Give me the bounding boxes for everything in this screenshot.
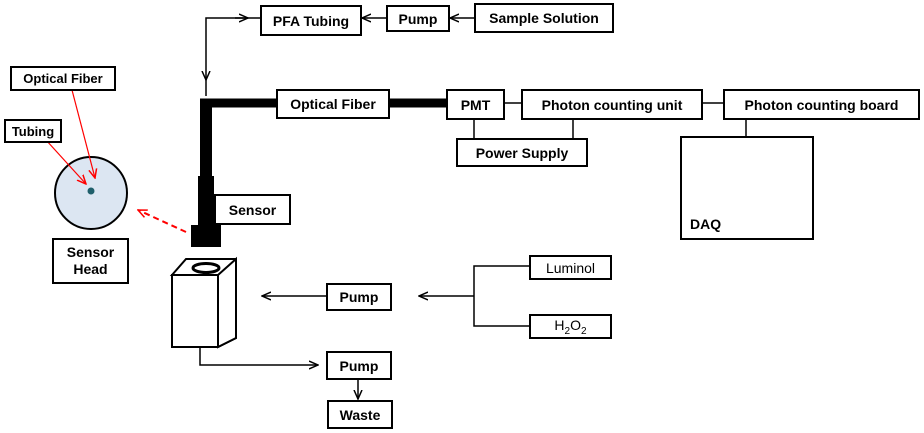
photon-counting-unit-box: Photon counting unit — [521, 89, 703, 120]
reagent-merge — [473, 265, 529, 327]
waste-box: Waste — [327, 400, 393, 429]
optical-fiber-box: Optical Fiber — [276, 89, 390, 119]
tubing-pointer — [45, 139, 86, 184]
sensor-tip — [191, 225, 221, 247]
signal-lines — [473, 102, 747, 138]
sensor-head-box: Sensor Head — [52, 238, 129, 284]
optical-fiber-pointer — [71, 89, 95, 178]
sample-flow-lines — [206, 18, 486, 96]
h2o2-box: H2O2 — [529, 314, 612, 339]
sample-solution-box: Sample Solution — [474, 3, 614, 33]
reagent-flow-lines — [199, 265, 529, 399]
optical-fiber-cable — [191, 98, 448, 247]
sensor-head-label: Sensor Head — [66, 244, 115, 277]
flow-cell — [169, 256, 237, 349]
tubing-core-dot — [87, 187, 95, 195]
tubing-callout: Tubing — [4, 119, 62, 143]
flow-cell-inlet — [191, 262, 221, 274]
power-supply-box: Power Supply — [456, 138, 588, 167]
pump-bottom-box: Pump — [326, 351, 392, 380]
pmt-box: PMT — [446, 89, 505, 120]
flow-cell-side — [217, 256, 237, 349]
photon-counting-board-box: Photon counting board — [723, 89, 920, 120]
h2o2-label: H2O2 — [554, 316, 587, 337]
sensor-probe — [198, 176, 214, 226]
sensor-head-zoom-arrow — [138, 209, 187, 233]
daq-box: DAQ — [680, 136, 814, 240]
pump-middle-box: Pump — [326, 283, 392, 311]
pump-top-box: Pump — [386, 5, 450, 32]
optical-fiber-callout: Optical Fiber — [10, 66, 116, 91]
sensor-head-diagram — [45, 89, 187, 233]
pfa-tubing-line — [206, 17, 260, 80]
daq-label: DAQ — [690, 216, 722, 232]
cell-to-bottom-pump — [199, 345, 318, 365]
sensor-box: Sensor — [214, 194, 291, 225]
luminol-box: Luminol — [529, 255, 612, 280]
pfa-tubing-box: PFA Tubing — [260, 5, 362, 36]
